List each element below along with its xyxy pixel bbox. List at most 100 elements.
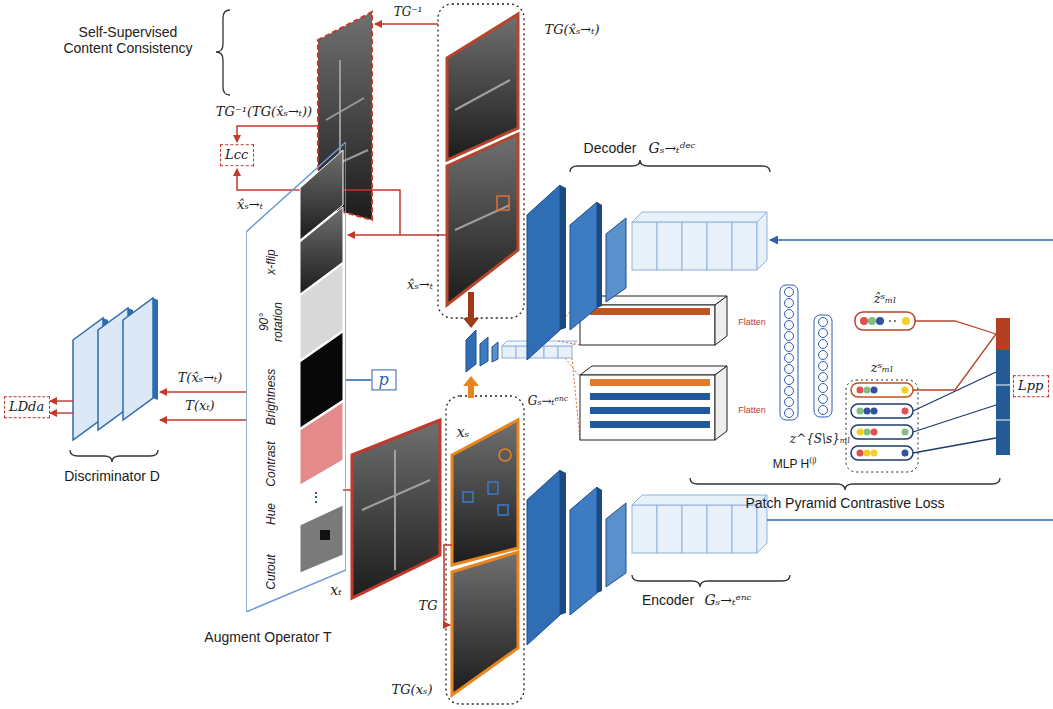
arrow	[237, 126, 318, 142]
thick-arrow	[468, 292, 474, 318]
arrow	[375, 23, 438, 25]
annotation: Gₛ→ₜᵉⁿᶜ	[528, 395, 568, 409]
augment-panel: x-flip90° rotationBrightnessContrastHue⋮…	[246, 142, 346, 612]
layer	[544, 346, 558, 358]
annotation: xₜ	[330, 582, 341, 598]
layer	[606, 503, 626, 587]
augment-label: Cutout	[265, 554, 279, 589]
layer	[560, 470, 566, 615]
annotation: ẑˢₘₗ	[874, 292, 896, 307]
box-text: Lpp	[1018, 378, 1043, 393]
brace	[690, 478, 1000, 490]
patch	[488, 482, 498, 494]
image	[452, 552, 518, 695]
layer	[558, 346, 572, 358]
patch	[499, 449, 511, 461]
layer-boxes	[632, 212, 767, 270]
annotation: Flatten	[738, 317, 766, 327]
annotation: Flatten	[738, 405, 766, 415]
thumbnail	[300, 505, 343, 573]
arrow	[50, 400, 73, 401]
annotation: MLP H⁽ˡ⁾	[773, 458, 817, 472]
feature-box	[715, 366, 727, 440]
panel-outline	[246, 142, 346, 612]
layer	[480, 337, 488, 366]
feature-bar	[590, 379, 710, 386]
mlp-layer	[780, 285, 798, 420]
box-text: LDda	[9, 399, 44, 414]
arrow	[160, 419, 246, 420]
image-detail	[362, 450, 430, 570]
patch	[463, 492, 473, 502]
annotation: TG⁻¹	[394, 6, 423, 20]
panel-outline	[246, 142, 346, 612]
brace	[216, 10, 230, 95]
layer	[527, 470, 560, 645]
arrow	[160, 391, 246, 392]
annotation: Self-Supervised Content Consistency	[56, 24, 201, 56]
layer	[502, 346, 516, 358]
layer	[597, 202, 602, 308]
score-bar	[996, 318, 1010, 350]
line	[913, 321, 996, 390]
score-bar	[996, 350, 1010, 455]
annotation: T(x̂ₛ→ₜ)	[178, 371, 223, 386]
augment-label: Augment Operator T	[204, 629, 331, 645]
feature-bar	[590, 393, 710, 400]
score-bar	[996, 385, 1010, 420]
image	[452, 420, 518, 565]
feature-bar	[590, 421, 710, 428]
annotation: x̂ₛ→ₜ	[237, 198, 263, 213]
group-outline	[438, 4, 524, 318]
annotation: xₛ	[457, 424, 470, 440]
arrow	[348, 234, 447, 236]
layer	[466, 330, 476, 372]
vector	[851, 425, 913, 439]
layer	[597, 487, 602, 593]
neurons	[785, 288, 828, 418]
annotation: x̂ₛ→ₜ	[407, 278, 433, 293]
layer	[527, 185, 560, 360]
feature-bar	[590, 407, 710, 414]
loss-box: Lpp	[1013, 375, 1049, 397]
annotation: TG	[418, 599, 437, 614]
connector	[346, 379, 372, 381]
annotation: Decoder	[584, 140, 637, 156]
layer	[606, 218, 626, 302]
vector-entries	[857, 387, 909, 457]
annotation: zˢₘₗ	[871, 361, 893, 376]
thick-arrow	[463, 318, 479, 328]
image	[352, 420, 440, 598]
feature-bar	[590, 308, 710, 315]
annotation: z^{S\s}ₘₗ	[790, 433, 850, 447]
vector	[851, 446, 913, 460]
image	[447, 134, 518, 305]
layer	[153, 298, 158, 400]
vector-entries	[860, 317, 910, 325]
annotation: TG(x̂ₛ→ₜ)	[544, 23, 599, 38]
loss-box: LDda	[4, 396, 50, 418]
annotation: Gₛ→ₜᵉⁿᶜ	[704, 592, 751, 608]
vector	[851, 383, 913, 397]
brace	[70, 450, 158, 462]
annotation: TG⁻¹(TG(x̂ₛ→ₜ))	[216, 105, 312, 120]
thick-arrow	[468, 386, 474, 398]
augment-label: ⋮	[309, 489, 323, 505]
thick-arrow	[463, 376, 479, 386]
patch	[497, 196, 509, 210]
annotation: Patch Pyramid Contrastive Loss	[745, 495, 944, 511]
annotation: Gₛ→ₜᵈᵉᶜ	[648, 140, 695, 156]
feature-box	[715, 296, 727, 345]
cutout-patch	[320, 530, 330, 540]
augment-label: Brightness	[265, 369, 279, 426]
vector	[851, 404, 913, 418]
brace	[570, 160, 770, 172]
layer	[570, 487, 597, 615]
annotation: T(xₜ)	[185, 399, 214, 414]
box-text: Lcc	[225, 147, 248, 162]
feature-box	[580, 296, 727, 305]
feature-box	[580, 305, 715, 345]
feature-box	[580, 375, 715, 440]
